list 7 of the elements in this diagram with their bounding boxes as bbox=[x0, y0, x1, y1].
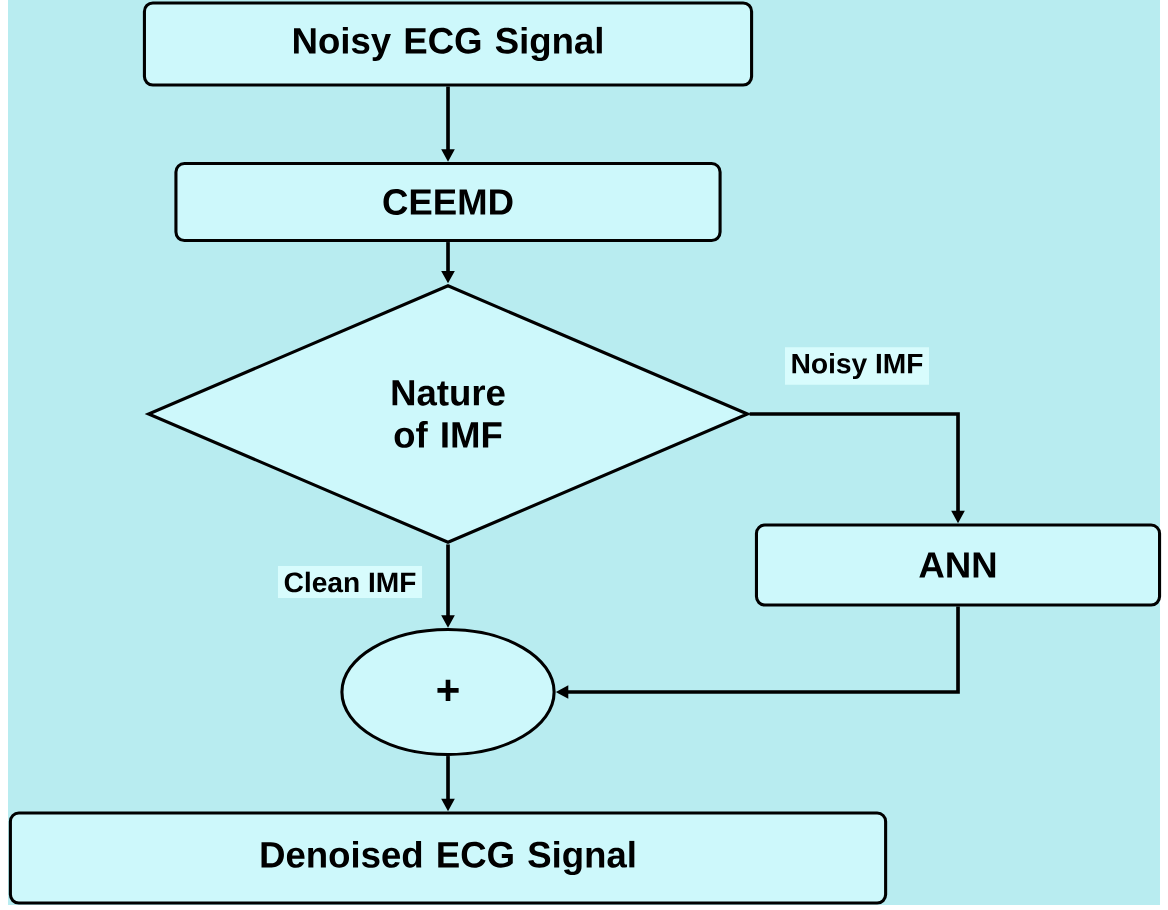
process-box: CEEMD bbox=[174, 161, 722, 243]
process-box: Noisy ECG Signal bbox=[142, 1, 754, 87]
summing-junction: + bbox=[340, 627, 556, 757]
edge-label: Clean IMF bbox=[277, 566, 423, 598]
process-box: ANN bbox=[754, 523, 1162, 607]
process-box: Denoised ECG Signal bbox=[8, 811, 888, 905]
edge-label: Noisy IMF bbox=[784, 347, 930, 385]
